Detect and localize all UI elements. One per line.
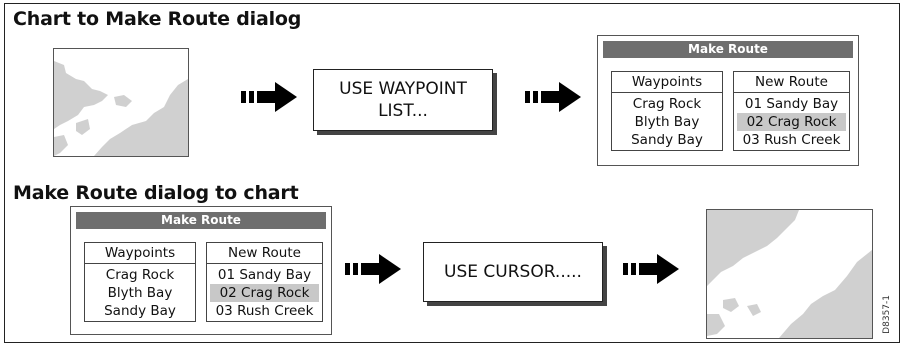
section-title-chart-to-dialog: Chart to Make Route dialog xyxy=(13,8,302,30)
waypoints-list-header: Waypoints xyxy=(612,72,722,93)
route-item[interactable]: 03 Rush Creek xyxy=(742,132,841,148)
right-arrow-icon xyxy=(623,254,679,284)
route-item-selected[interactable]: 02 Crag Rock xyxy=(737,113,846,131)
waypoint-item[interactable]: Blyth Bay xyxy=(107,285,173,301)
waypoint-item[interactable]: Sandy Bay xyxy=(104,303,176,319)
right-arrow-icon xyxy=(525,82,581,112)
new-route-list-header: New Route xyxy=(734,72,849,93)
right-arrow-icon xyxy=(345,254,401,284)
route-item[interactable]: 01 Sandy Bay xyxy=(744,96,839,112)
waypoint-item[interactable]: Crag Rock xyxy=(105,267,175,283)
new-route-list: New Route 01 Sandy Bay 02 Crag Rock 03 R… xyxy=(733,71,850,151)
route-item[interactable]: 03 Rush Creek xyxy=(215,303,314,319)
dialog-title: Make Route xyxy=(76,212,326,229)
flow-arrow-1 xyxy=(241,82,297,112)
make-route-dialog-top: Make Route Waypoints Crag Rock Blyth Bay… xyxy=(597,35,859,166)
new-route-list-header: New Route xyxy=(207,243,322,264)
section-title-dialog-to-chart: Make Route dialog to chart xyxy=(13,182,299,204)
waypoints-list: Waypoints Crag Rock Blyth Bay Sandy Bay xyxy=(611,71,723,151)
chart-thumbnail-source xyxy=(53,48,189,157)
step-use-cursor-label: USE CURSOR..... xyxy=(444,262,582,282)
flow-arrow-4 xyxy=(623,254,679,284)
route-item-selected[interactable]: 02 Crag Rock xyxy=(210,284,319,302)
right-arrow-icon xyxy=(241,82,297,112)
step-use-cursor: USE CURSOR..... xyxy=(423,242,603,302)
waypoints-list-header: Waypoints xyxy=(85,243,195,264)
dialog-title: Make Route xyxy=(603,41,853,58)
chart-map-icon xyxy=(54,49,188,156)
chart-thumbnail-result xyxy=(706,209,873,339)
route-item[interactable]: 01 Sandy Bay xyxy=(217,267,312,283)
step-use-waypoint-list-label: USE WAYPOINT LIST... xyxy=(339,79,467,121)
flow-arrow-3 xyxy=(345,254,401,284)
waypoint-item[interactable]: Crag Rock xyxy=(632,96,702,112)
flow-arrow-2 xyxy=(525,82,581,112)
waypoint-item[interactable]: Blyth Bay xyxy=(634,114,700,130)
document-reference: D8357-1 xyxy=(882,295,892,334)
waypoints-list: Waypoints Crag Rock Blyth Bay Sandy Bay xyxy=(84,242,196,322)
waypoint-item[interactable]: Sandy Bay xyxy=(631,132,703,148)
new-route-list: New Route 01 Sandy Bay 02 Crag Rock 03 R… xyxy=(206,242,323,322)
make-route-dialog-bottom: Make Route Waypoints Crag Rock Blyth Bay… xyxy=(70,206,332,335)
diagram-frame: Chart to Make Route dialog USE WAYPOINT … xyxy=(4,3,900,343)
chart-map-icon xyxy=(707,210,872,338)
step-use-waypoint-list: USE WAYPOINT LIST... xyxy=(313,69,493,131)
